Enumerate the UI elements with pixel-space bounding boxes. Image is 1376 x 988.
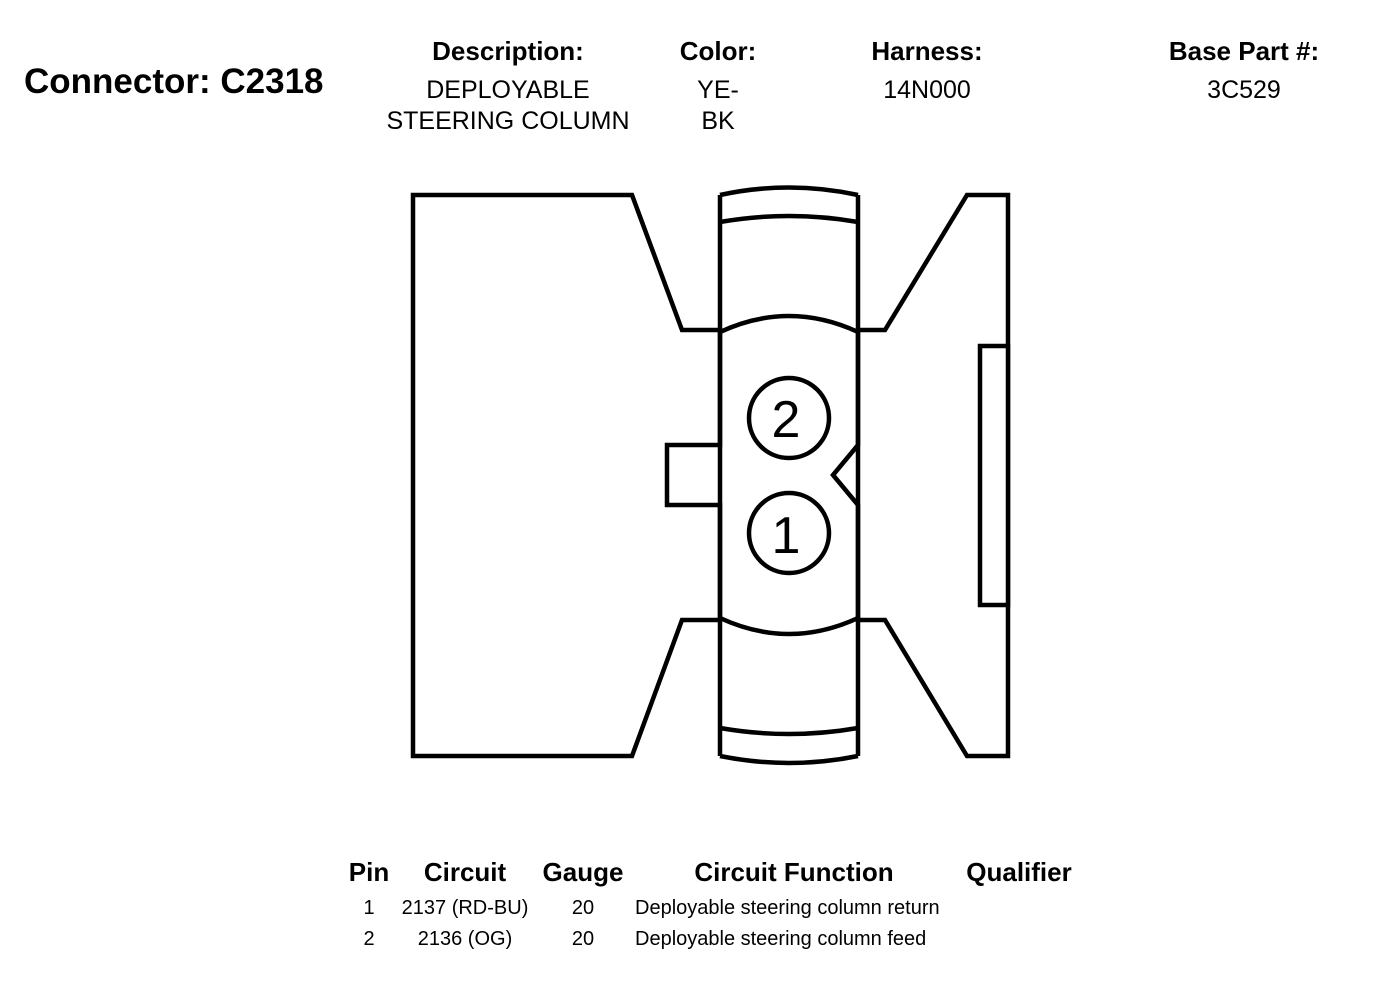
bottom-cap [719, 753, 859, 766]
connector-title: Connector: C2318 [24, 62, 324, 101]
latch-slot [977, 343, 1011, 608]
table-row-2-circuit: 2136 (OG) [417, 928, 513, 950]
top-cap-inner [719, 213, 859, 225]
base-part-value: 3C529 [1207, 76, 1281, 104]
upper-arc [719, 313, 859, 335]
table-row-2-gauge: 20 [571, 928, 595, 950]
harness-label: Harness: [871, 36, 983, 66]
description-value: DEPLOYABLE STEERING COLUMN [386, 76, 630, 135]
pin-column-header: Pin [348, 857, 390, 887]
table-row-1-gauge: 20 [571, 897, 595, 919]
color-label: Color: [679, 36, 757, 66]
left-housing [410, 192, 723, 759]
table-row-1-pin: 1 [363, 897, 375, 919]
table-row-1-circuit: 2137 (RD-BU) [401, 897, 529, 919]
pin-cavity-1 [746, 490, 832, 576]
table-row-1-function: Deployable steering column return [635, 897, 940, 919]
circuit-function-column-header: Circuit Function [694, 857, 894, 887]
color-value: YE- BK [697, 76, 739, 135]
gauge-column-header: Gauge [542, 857, 624, 887]
pin-label-2: 2 [772, 391, 801, 449]
right-housing [830, 192, 1011, 759]
table-row-2-function: Deployable steering column feed [635, 928, 927, 950]
pin-label-1: 1 [772, 507, 801, 565]
table-row-2-pin: 2 [363, 928, 375, 950]
top-cap [719, 185, 859, 198]
lower-arc [719, 615, 859, 637]
circuit-column-header: Circuit [423, 857, 507, 887]
bottom-cap-inner [719, 725, 859, 737]
harness-value: 14N000 [883, 76, 971, 104]
pin-cavity-2 [746, 375, 832, 461]
description-label: Description: [432, 36, 584, 66]
qualifier-column-header: Qualifier [966, 857, 1072, 887]
base-part-label: Base Part #: [1168, 36, 1320, 66]
